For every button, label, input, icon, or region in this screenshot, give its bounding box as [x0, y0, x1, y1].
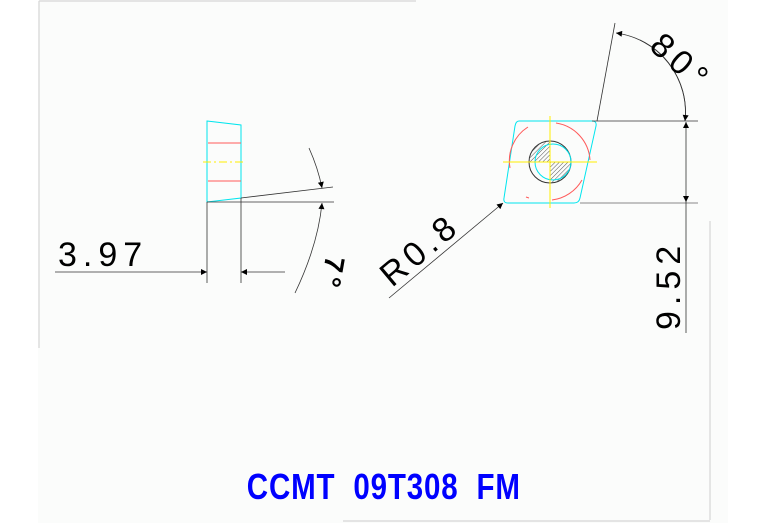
drawing-border — [38, 0, 711, 522]
canvas — [38, 0, 728, 523]
top-view — [388, 22, 698, 333]
clearance-angle-label: 7° — [314, 254, 351, 294]
insert-designation-title: CCMT 09T308 FM — [246, 466, 521, 507]
side-view — [55, 120, 334, 294]
thickness-dimension-label: 3.97 — [58, 236, 148, 274]
inscribed-circle-label: 9.52 — [650, 240, 688, 330]
insert-top-outline — [503, 120, 597, 204]
